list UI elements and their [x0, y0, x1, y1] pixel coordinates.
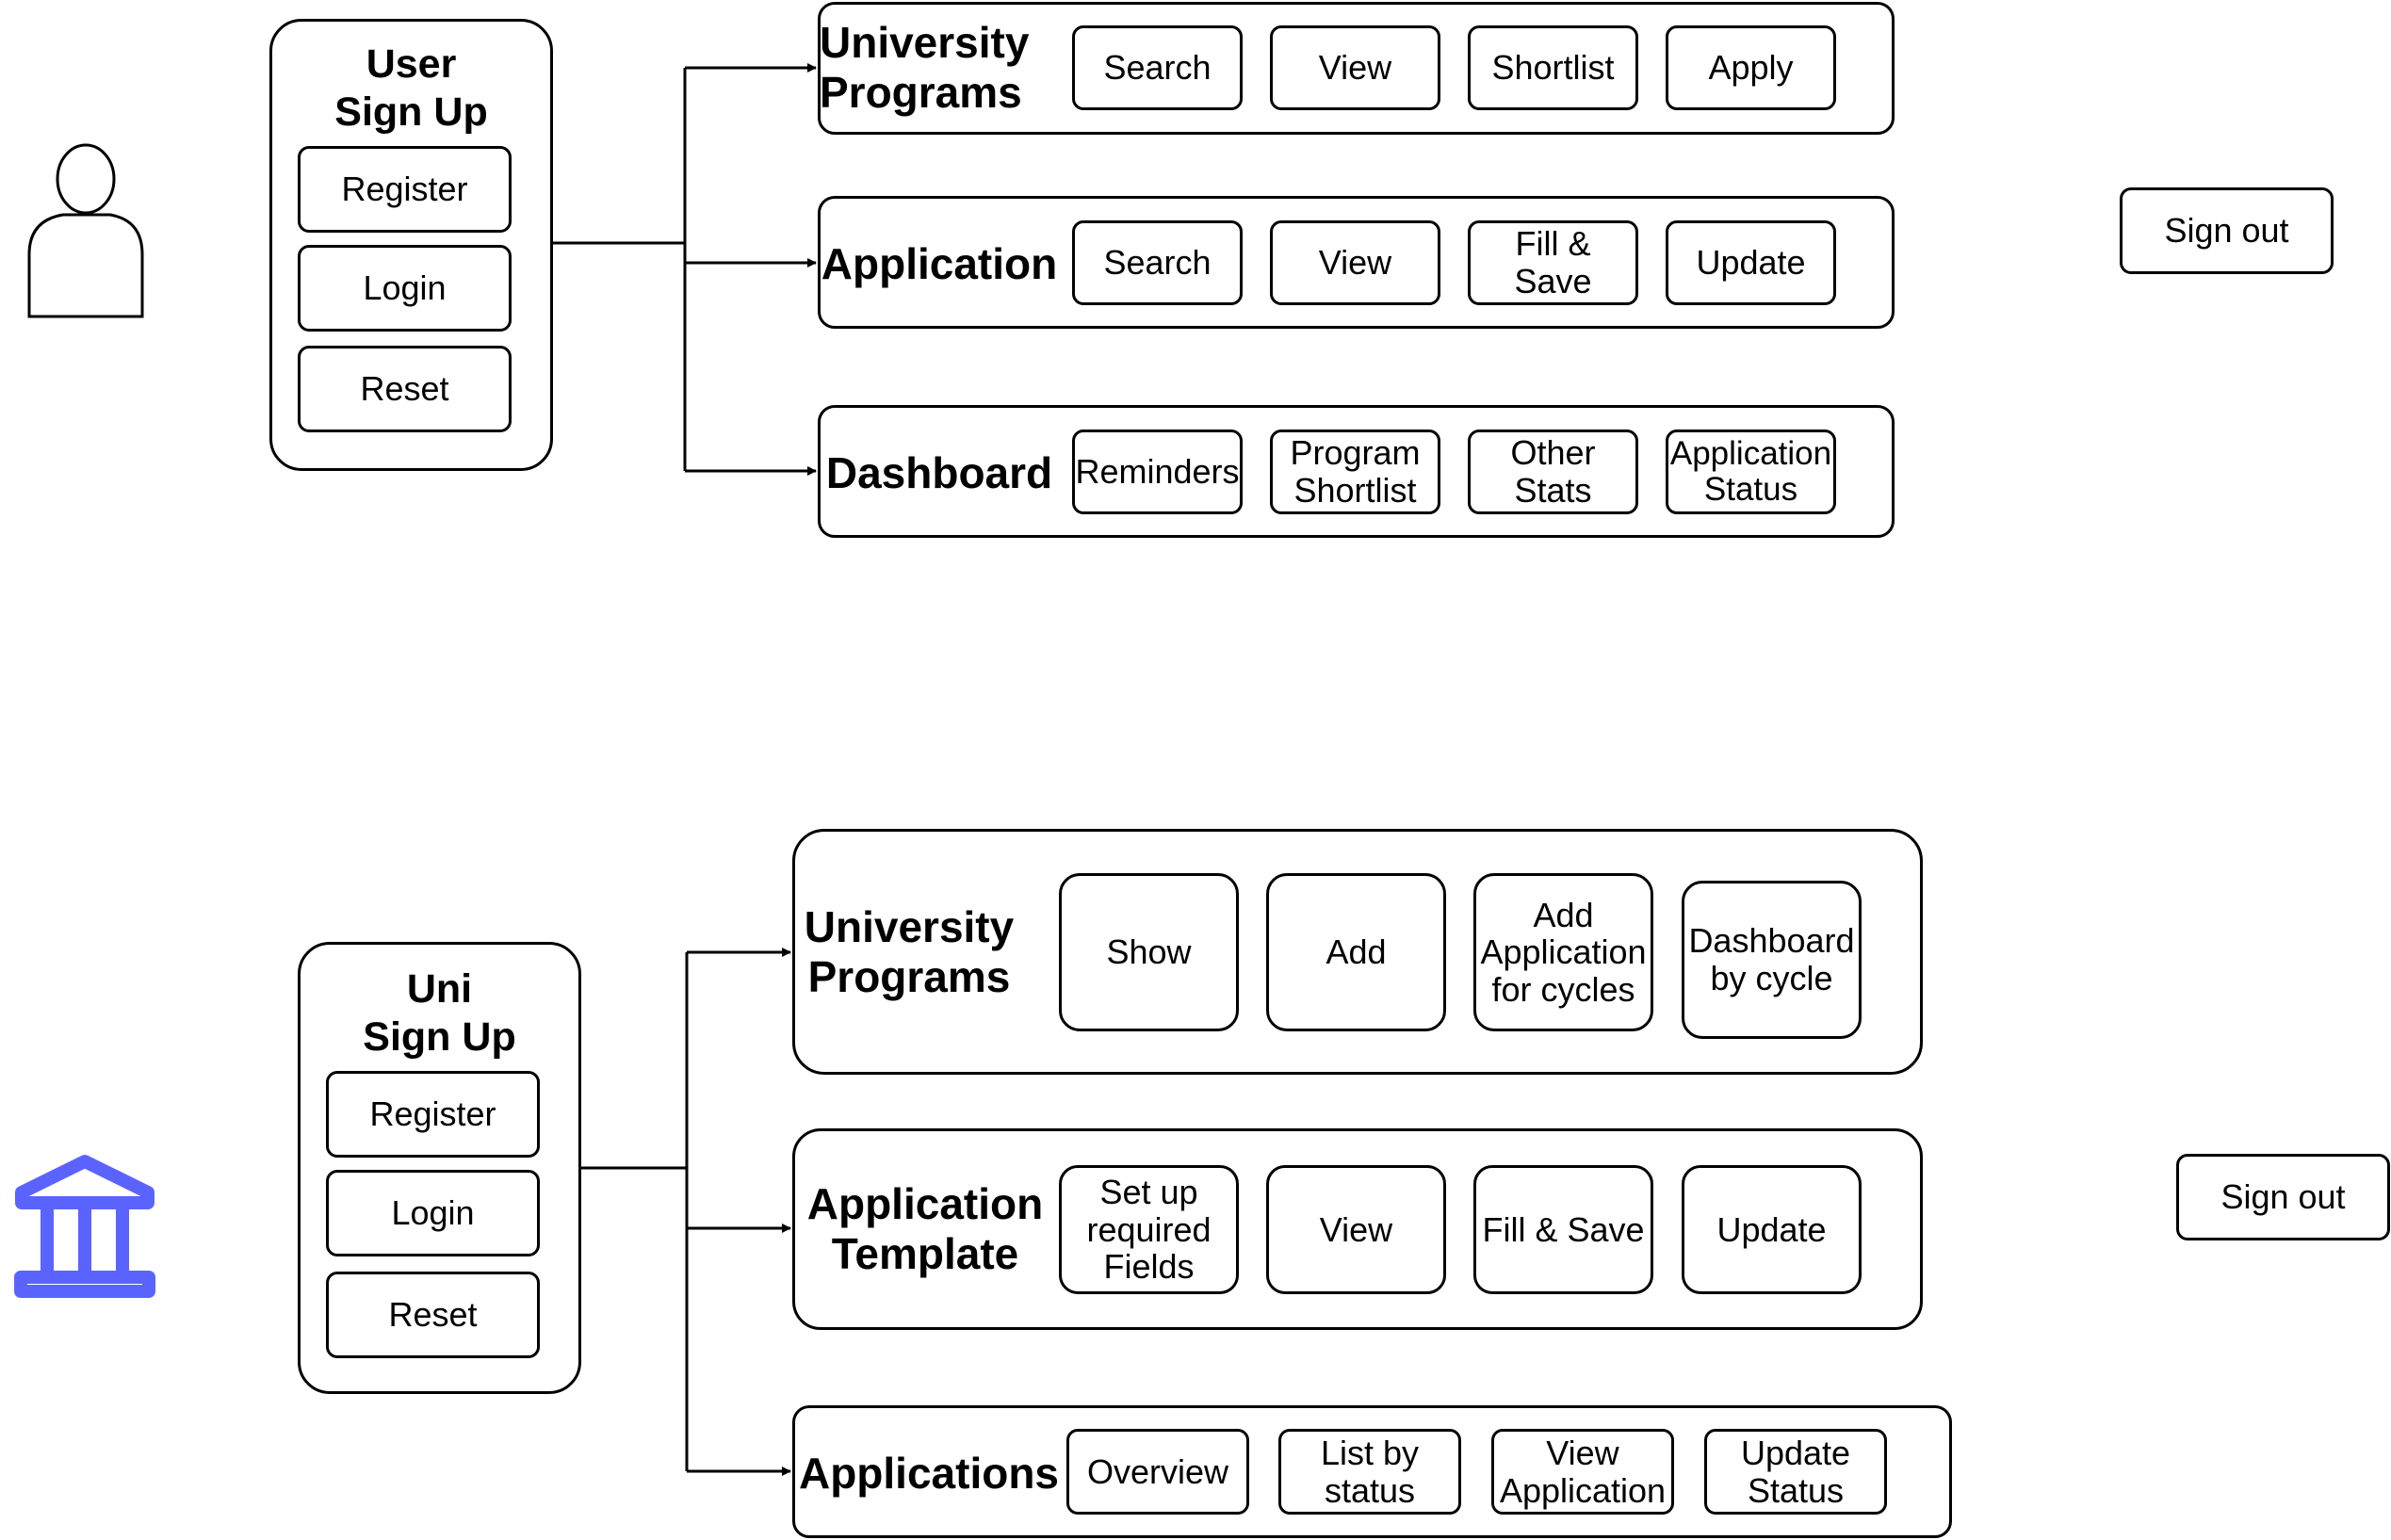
uni-template-fill-save-button[interactable]: Fill & Save: [1473, 1165, 1653, 1294]
uni-template-setup-fields-button[interactable]: Set up required Fields: [1059, 1165, 1239, 1294]
uni-template-view-button[interactable]: View: [1266, 1165, 1446, 1294]
uni-template-title: Application Template: [806, 1179, 1044, 1278]
student-programs-apply-button[interactable]: Apply: [1666, 25, 1836, 110]
uni-sign-out-button[interactable]: Sign out: [2176, 1154, 2390, 1240]
student-dashboard-title: Dashboard: [825, 447, 1053, 497]
student-application-title: Application: [821, 238, 1058, 288]
uni-programs-add-application-cycles-button[interactable]: Add Application for cycles: [1473, 873, 1653, 1031]
uni-programs-dashboard-cycle-button[interactable]: Dashboard by cycle: [1682, 881, 1862, 1039]
student-programs-title: University Programs: [820, 18, 1030, 117]
uni-programs-show-button[interactable]: Show: [1059, 873, 1239, 1031]
student-programs-shortlist-button[interactable]: Shortlist: [1468, 25, 1638, 110]
student-dashboard-program-shortlist-button[interactable]: Program Shortlist: [1270, 430, 1440, 514]
user-signup-title: User Sign Up: [334, 41, 488, 135]
uni-applications-view-application-button[interactable]: View Application: [1491, 1429, 1674, 1515]
uni-applications-list-status-button[interactable]: List by status: [1278, 1429, 1461, 1515]
uni-template-update-button[interactable]: Update: [1682, 1165, 1862, 1294]
student-dashboard-reminders-button[interactable]: Reminders: [1072, 430, 1243, 514]
student-programs-view-button[interactable]: View: [1270, 25, 1440, 110]
uni-programs-title: University Programs: [804, 902, 1015, 1001]
user-icon: [27, 143, 144, 318]
student-application-search-button[interactable]: Search: [1072, 220, 1243, 305]
uni-applications-update-status-button[interactable]: Update Status: [1704, 1429, 1887, 1515]
student-programs-search-button[interactable]: Search: [1072, 25, 1243, 110]
user-register-button[interactable]: Register: [298, 146, 512, 233]
uni-login-button[interactable]: Login: [326, 1170, 540, 1256]
student-sign-out-button[interactable]: Sign out: [2120, 187, 2334, 274]
uni-register-button[interactable]: Register: [326, 1071, 540, 1158]
institution-icon: [14, 1155, 155, 1298]
student-application-view-button[interactable]: View: [1270, 220, 1440, 305]
student-application-update-button[interactable]: Update: [1666, 220, 1836, 305]
user-reset-button[interactable]: Reset: [298, 346, 512, 432]
uni-applications-overview-button[interactable]: Overview: [1066, 1429, 1249, 1515]
uni-programs-add-button[interactable]: Add: [1266, 873, 1446, 1031]
uni-signup-panel: Uni Sign Up Register Login Reset: [298, 942, 581, 1394]
uni-signup-title: Uni Sign Up: [363, 966, 516, 1060]
student-application-fill-save-button[interactable]: Fill & Save: [1468, 220, 1638, 305]
student-dashboard-application-status-button[interactable]: Application Status: [1666, 430, 1836, 514]
uni-reset-button[interactable]: Reset: [326, 1272, 540, 1358]
user-login-button[interactable]: Login: [298, 245, 512, 332]
user-signup-panel: User Sign Up Register Login Reset: [269, 19, 553, 471]
student-dashboard-other-stats-button[interactable]: Other Stats: [1468, 430, 1638, 514]
uni-applications-title: Applications: [798, 1448, 1060, 1498]
